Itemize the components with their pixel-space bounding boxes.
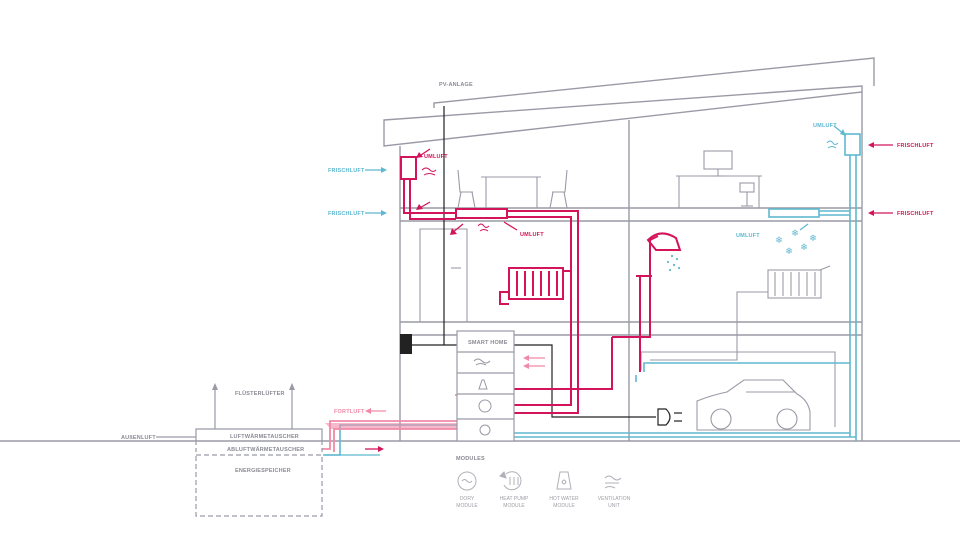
abluftwaermetauscher-label: ABLUFTWÄRMETAUSCHER [227, 446, 304, 453]
hot-water-icon [556, 471, 572, 490]
fan-icon-duct [477, 223, 490, 232]
fan-icon-right [826, 140, 839, 149]
umluft-label-right-mid: UMLUFT [736, 233, 760, 239]
dory-module-line1: DORY [460, 496, 475, 502]
heat-pump-icon [499, 471, 522, 491]
gray-lines [640, 265, 836, 427]
umluft-label-top: UMLUFT [424, 154, 448, 160]
dory-module-icon [457, 471, 477, 491]
ventilation-line1: VENTILATION [598, 496, 631, 502]
smart-home-panel [400, 334, 412, 354]
frischluft-label-right-top: FRISCHLUFT [897, 143, 934, 149]
modules-title: MODULES [456, 456, 485, 462]
black-cables [408, 106, 682, 426]
luftwaermetauscher-label: LUFTWÄRMETAUSCHER [230, 433, 299, 440]
snowflake-icons: ❄ ❄ ❄ ❄ ❄ [775, 229, 817, 257]
umluft-label-right-top: UMLUFT [813, 123, 837, 129]
arrows [325, 125, 893, 456]
umluft-label-mid: UMLUFT [520, 232, 544, 238]
hot-water-line1: HOT WATER [549, 496, 579, 502]
exterior-arrows [212, 383, 295, 390]
frischluft-label-left-top: FRISCHLUFT [328, 168, 365, 174]
fan-icons [421, 140, 839, 232]
fortluft-label: FORTLUFT [334, 409, 365, 415]
warm-air-ducts [400, 156, 682, 414]
ventilation-icon [604, 475, 622, 489]
svg-text:❄: ❄ [800, 243, 808, 253]
exhaust-duct-block [325, 423, 457, 429]
svg-text:❄: ❄ [775, 236, 783, 246]
energiespeicher-label: ENERGIESPEICHER [235, 468, 291, 474]
smart-home-label: SMART HOME [468, 340, 508, 346]
modules-legend: MODULES DORY MODULE HEAT PUMP MODULE HOT… [456, 456, 631, 509]
furniture [419, 150, 822, 431]
dory-module-line2: MODULE [456, 503, 478, 509]
frischluft-label-left-mid: FRISCHLUFT [328, 211, 365, 217]
aussenluft-label: AUßENLUFT [121, 435, 156, 441]
smart-home-unit-icons [473, 358, 492, 436]
shower-droplets [666, 254, 681, 272]
pv-label: PV-ANLAGE [439, 82, 473, 88]
heat-pump-line2: MODULE [503, 503, 525, 509]
svg-text:❄: ❄ [809, 234, 817, 244]
heat-exchanger-block [156, 385, 323, 517]
heat-pump-line1: HEAT PUMP [500, 496, 529, 502]
hot-water-line2: MODULE [553, 503, 575, 509]
svg-text:❄: ❄ [785, 247, 793, 257]
fluesterluefter-label: FLÜSTERLÜFTER [235, 390, 285, 397]
fresh-air-ducts [323, 133, 861, 456]
frischluft-label-right-mid: FRISCHLUFT [897, 211, 934, 217]
svg-text:❄: ❄ [791, 229, 799, 239]
ventilation-line2: UNIT [608, 503, 620, 509]
fan-icon-top-left [421, 167, 437, 176]
